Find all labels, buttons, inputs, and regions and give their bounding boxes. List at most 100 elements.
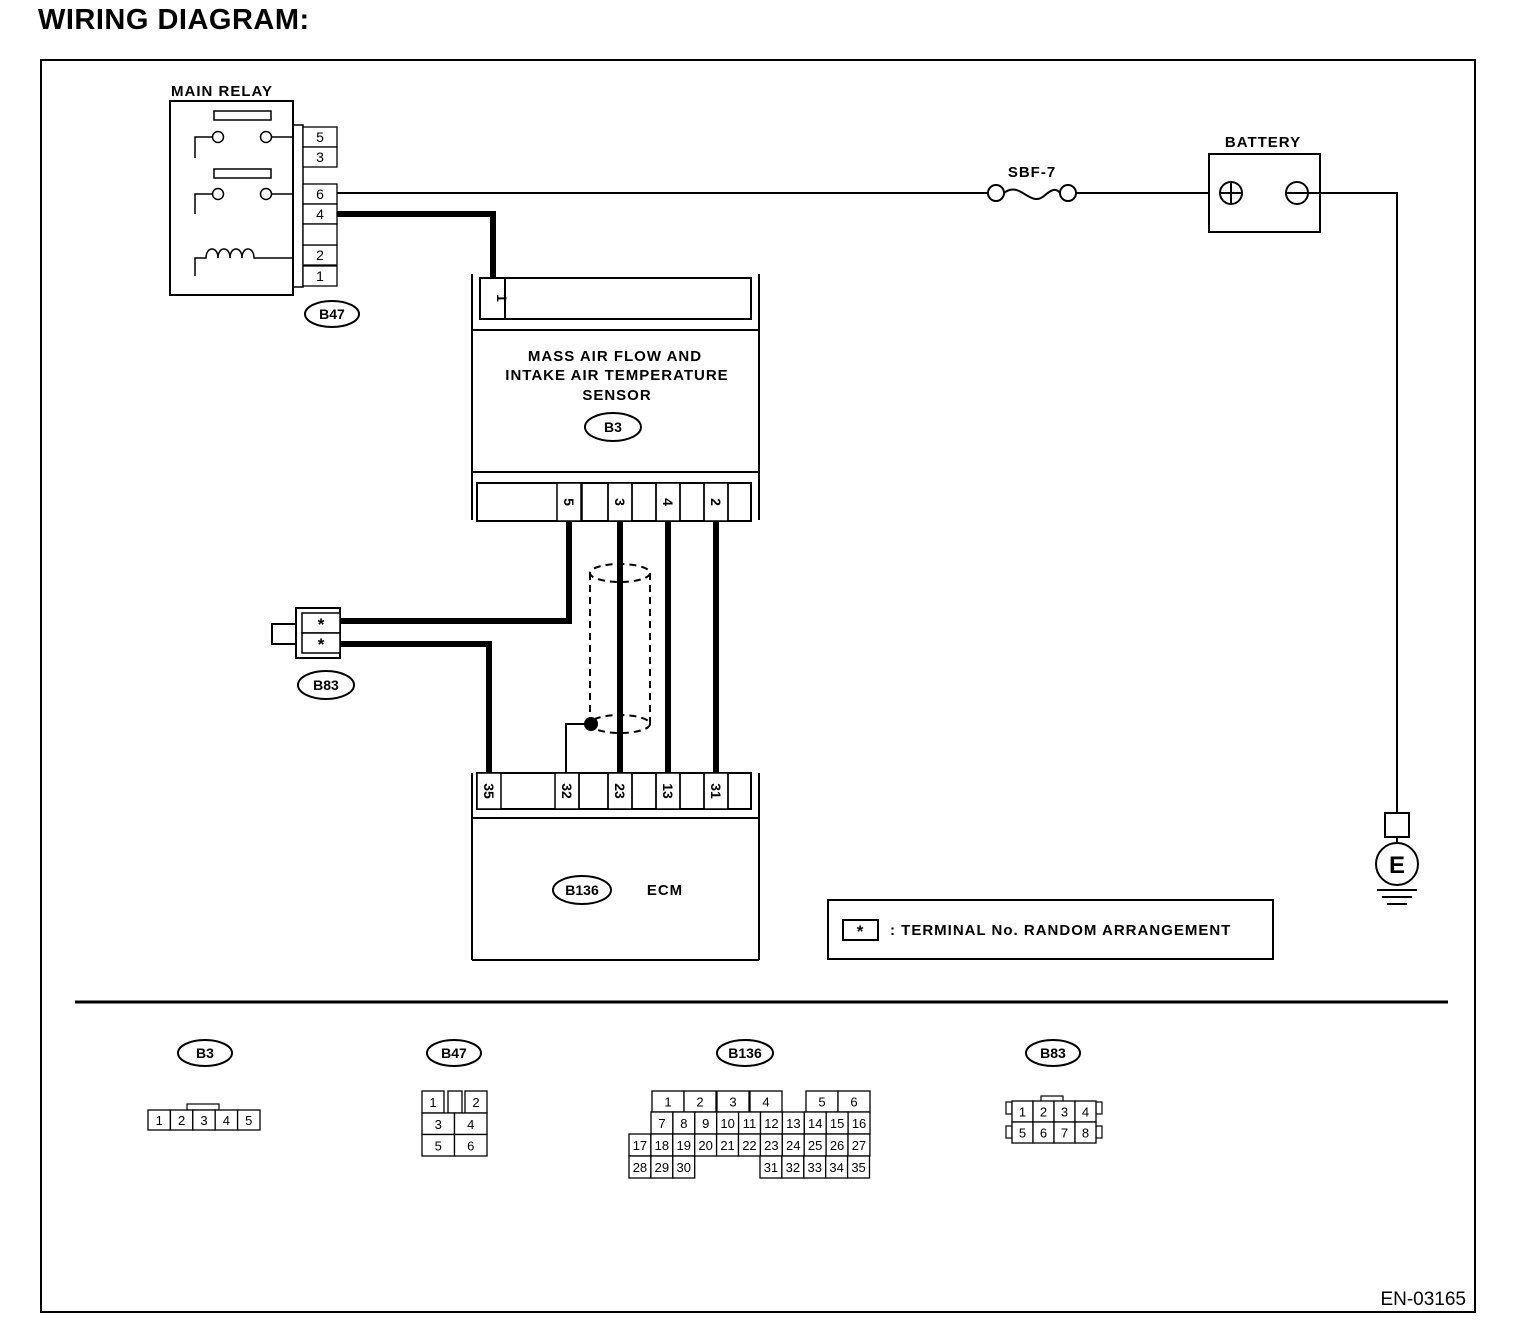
b136-view-pin-29: 29 — [655, 1160, 669, 1175]
sensor-pin-1: 1 — [494, 294, 510, 302]
b136-view-pin-31: 31 — [764, 1160, 778, 1175]
b83-connector-label: B83 — [313, 677, 339, 693]
b47-connector-badge — [304, 300, 360, 328]
b136-view-pin-12: 12 — [764, 1116, 778, 1131]
b136-view-pin-15: 15 — [830, 1116, 844, 1131]
b47-view-pin-4: 4 — [467, 1117, 474, 1132]
b136-connector-label: B136 — [565, 882, 599, 898]
b136-view-pin-16: 16 — [852, 1116, 866, 1131]
ecm-pins: 35 32 23 13 31 — [476, 772, 752, 810]
b47-view-pin-6-cell — [453, 1133, 488, 1157]
b136-view-pin-26: 26 — [830, 1138, 844, 1153]
b136-view-pin-14: 14 — [808, 1116, 822, 1131]
b136-view-pin-22: 22 — [742, 1138, 756, 1153]
relay-pin-2: 2 — [316, 247, 324, 263]
b136-view-pin-1: 1 — [664, 1095, 671, 1110]
b83-pin-1: * — [318, 615, 325, 634]
legend: * : TERMINAL No. RANDOM ARRANGEMENT — [827, 899, 1274, 960]
b136-view-pin-24: 24 — [786, 1138, 800, 1153]
relay-pin-4: 4 — [316, 206, 324, 222]
b136-view-pin-4: 4 — [762, 1095, 769, 1110]
b47-connector-label: B47 — [319, 306, 345, 322]
b136-view-pin-6: 6 — [850, 1095, 857, 1110]
b83-view-pin-7: 7 — [1061, 1126, 1068, 1141]
ecm-pin-13: 13 — [660, 783, 676, 799]
main-relay-body — [169, 100, 294, 296]
wire-battery-to-ground — [1311, 192, 1398, 813]
b3-view-pin-1: 1 — [156, 1113, 163, 1128]
b136-connector-badge — [552, 875, 612, 905]
fuse-label: SBF-7 — [1008, 164, 1056, 181]
b136-view-pin-35-cell — [846, 1155, 871, 1179]
b3-connector-label: B3 — [604, 419, 622, 435]
maf-sensor: 1 MASS AIR FLOW AND INTAKE AIR TEMPERATU… — [471, 274, 760, 522]
b136-view-pin-5: 5 — [818, 1095, 825, 1110]
shield-junction-dot — [584, 717, 598, 731]
wires — [337, 192, 1398, 813]
relay-pin-1-cell — [302, 265, 338, 287]
b136-view-badge — [716, 1039, 774, 1067]
relay-pin-6: 6 — [316, 186, 324, 202]
main-relay-label: MAIN RELAY — [171, 83, 273, 100]
b3-view-pin-2: 2 — [178, 1113, 185, 1128]
b136-view-label: B136 — [728, 1045, 762, 1061]
b136-view-pin-13: 13 — [786, 1116, 800, 1131]
ground-icon — [1375, 842, 1419, 886]
ecm-pin-23: 23 — [612, 783, 628, 799]
page-title: WIRING DIAGRAM: — [38, 4, 310, 36]
b47-view-pin-1: 1 — [429, 1095, 436, 1110]
legend-symbol-box — [842, 919, 879, 941]
b3-view-label: B3 — [196, 1045, 214, 1061]
b136-view-pin-2: 2 — [696, 1095, 703, 1110]
ground-e: E — [1375, 812, 1419, 905]
b3-view-pin-5: 5 — [245, 1113, 252, 1128]
b136-view-pin-10: 10 — [720, 1116, 734, 1131]
b83-view-pin-6: 6 — [1040, 1126, 1047, 1141]
b83-view-pin-5: 5 — [1019, 1126, 1026, 1141]
b136-view-pin-34: 34 — [829, 1160, 843, 1175]
b136-view-pin-28: 28 — [633, 1160, 647, 1175]
b83-view-pin-2: 2 — [1040, 1105, 1047, 1120]
b83-view-pin-1: 1 — [1019, 1105, 1026, 1120]
wire-shield-to-ecm32 — [565, 723, 591, 773]
b136-view-pin-21: 21 — [720, 1138, 734, 1153]
relay-contact-1 — [213, 110, 272, 121]
ecm-pin-31: 31 — [708, 783, 724, 799]
b47-view-pin-3: 3 — [435, 1117, 442, 1132]
b136-view-pin-20: 20 — [698, 1138, 712, 1153]
b47-view-badge — [426, 1039, 482, 1067]
sensor-pin-3: 3 — [612, 498, 628, 506]
b83-view-pin-8: 8 — [1082, 1126, 1089, 1141]
b83-connector: * * B83 — [271, 607, 355, 700]
battery-positive-icon — [1219, 181, 1243, 205]
ecm-pin-35: 35 — [481, 783, 497, 799]
relay-pin-3: 3 — [316, 149, 324, 165]
sensor-label-line-2: INTAKE AIR TEMPERATURE — [505, 367, 728, 384]
shielded-cable — [584, 563, 651, 734]
b136-view-pin-30: 30 — [677, 1160, 691, 1175]
figure-id: EN-03165 — [1380, 1289, 1466, 1310]
wire-relay-to-sensor — [337, 211, 496, 278]
b83-connector-badge — [297, 670, 355, 700]
fuse-link-icon — [1003, 188, 1061, 200]
b83-view-pin-3: 3 — [1061, 1105, 1068, 1120]
b136-view-pin-35: 35 — [851, 1160, 865, 1175]
fuse-sbf7: SBF-7 — [987, 164, 1077, 202]
b3-connector-badge — [584, 412, 642, 442]
b136-view-pin-11: 11 — [743, 1116, 757, 1131]
legend-text: : TERMINAL No. RANDOM ARRANGEMENT — [890, 922, 1231, 939]
b83-view-badge — [1025, 1039, 1081, 1067]
ecm-pin-32: 32 — [559, 783, 575, 799]
b136-view-pin-7: 7 — [658, 1116, 665, 1131]
relay-pin-3-cell — [302, 146, 338, 168]
